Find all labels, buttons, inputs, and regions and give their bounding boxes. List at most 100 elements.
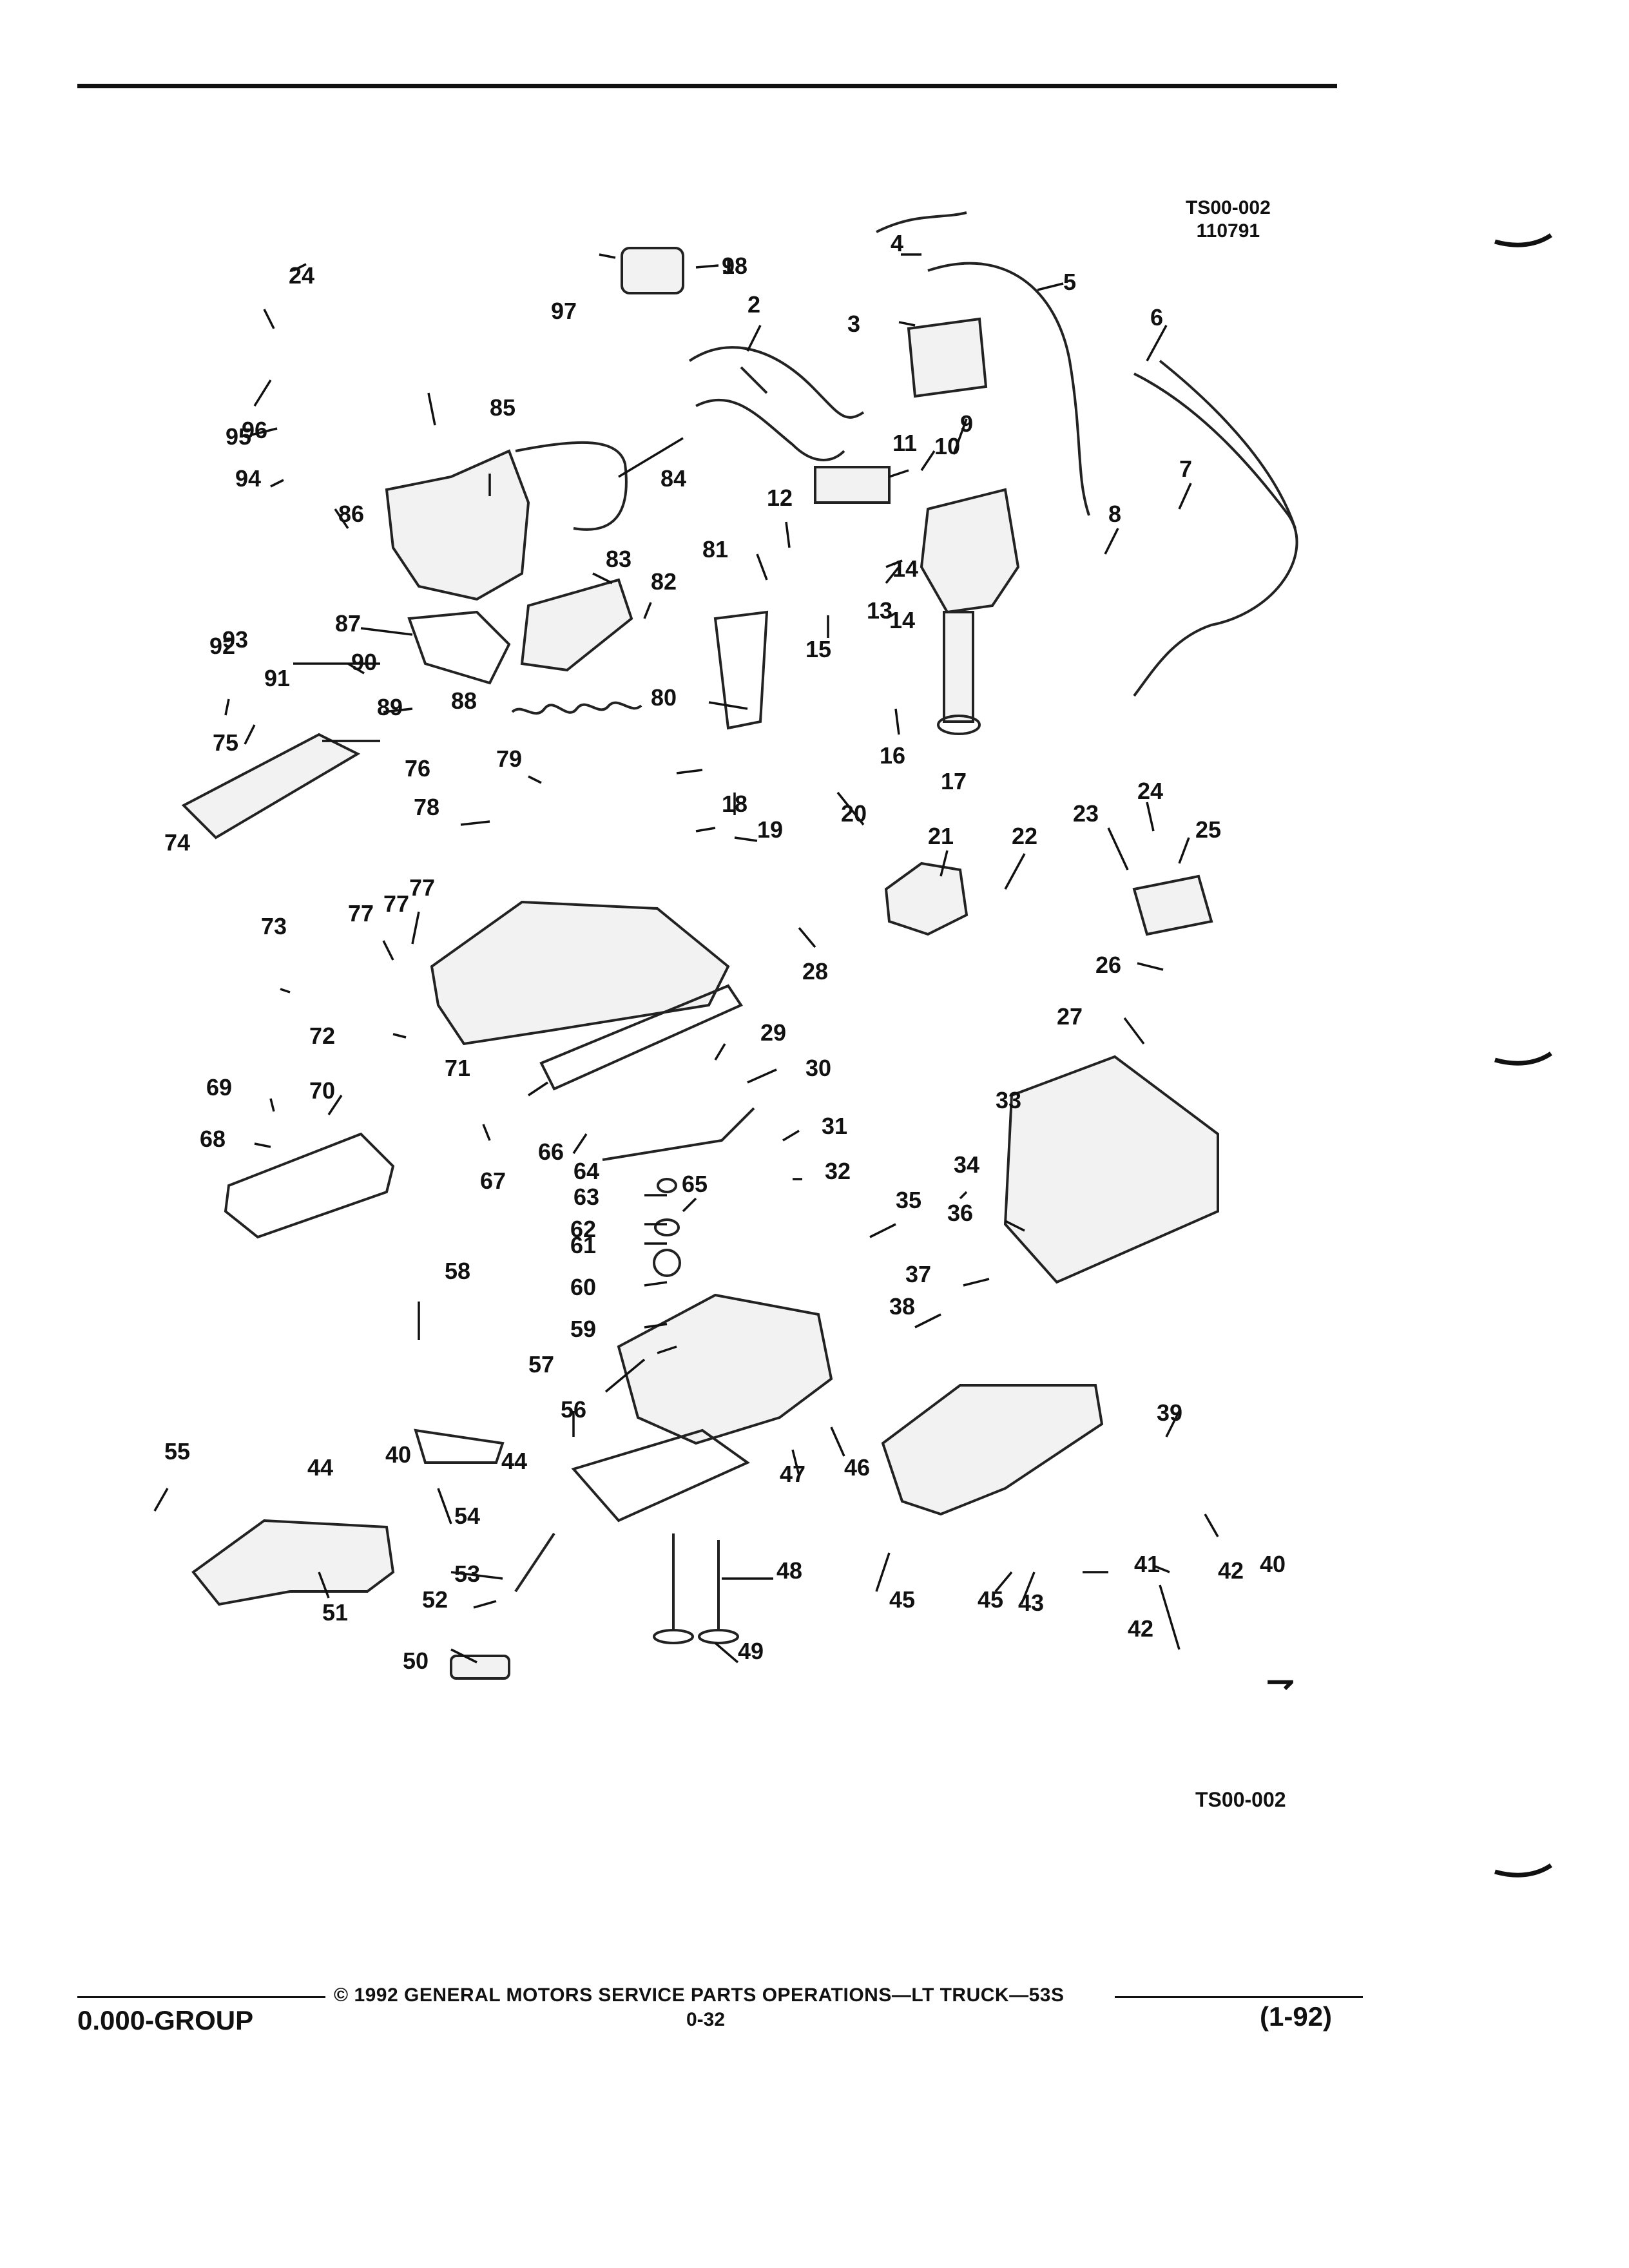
callout-label: 25 — [1195, 816, 1221, 843]
pushrod-part — [514, 1532, 555, 1593]
callout-label: 58 — [445, 1258, 470, 1284]
top-rule — [77, 84, 1337, 88]
callout-label: 26 — [1095, 952, 1121, 978]
callout-label: 12 — [767, 485, 793, 511]
callout-label: 72 — [309, 1023, 335, 1049]
callout-label: 86 — [338, 501, 364, 527]
egr-pipe-part — [602, 1107, 755, 1161]
callout-label: 37 — [905, 1261, 931, 1287]
page-glyph: ⇁ — [1266, 1663, 1295, 1700]
callout-label: 54 — [454, 1503, 480, 1529]
figure-reference: TS00-002 110791 — [1186, 197, 1271, 243]
callout-label: 45 — [978, 1586, 1003, 1613]
callout-label: 22 — [1012, 823, 1037, 849]
callout-label: 8 — [1108, 501, 1121, 527]
callout-label: 70 — [309, 1077, 335, 1104]
callout-label: 13 — [867, 597, 892, 624]
callout-label: 40 — [1260, 1551, 1286, 1577]
coil-bracket-part — [907, 317, 988, 398]
callout-label: 73 — [261, 913, 287, 939]
callout-label: 17 — [941, 768, 967, 794]
callout-label: 93 — [222, 626, 248, 653]
callout-label: 92 — [209, 633, 235, 659]
footer-copyright: © 1992 GENERAL MOTORS SERVICE PARTS OPER… — [334, 1984, 1065, 2006]
callout-label: 56 — [561, 1396, 586, 1423]
callout-label: 63 — [574, 1184, 599, 1210]
callout-label: 20 — [841, 800, 867, 827]
callout-label: 96 — [242, 417, 267, 443]
callout-label: 23 — [1073, 800, 1099, 827]
callout-label: 69 — [206, 1074, 232, 1100]
ignition-coil-part — [621, 247, 684, 294]
callout-label: 81 — [702, 536, 728, 562]
timing-cover-part — [181, 733, 361, 840]
callout-label: 43 — [1018, 1590, 1044, 1616]
valve-stem-part — [672, 1533, 720, 1630]
footer-rule-left — [77, 1996, 325, 1998]
vacuum-hose-assembly-part — [688, 346, 865, 461]
valve-retainer-part — [657, 1178, 677, 1193]
callout-label: 30 — [805, 1055, 831, 1081]
callout-label: 77 — [409, 874, 435, 901]
valve-spring-part — [653, 1249, 681, 1277]
figure-code-bottom: TS00-002 — [1195, 1788, 1286, 1811]
callout-label: 24 — [289, 262, 314, 289]
callout-label: 57 — [528, 1351, 554, 1378]
accelerator-bracket-part — [713, 610, 769, 730]
fuel-pipe-part — [515, 441, 628, 531]
callout-label: 41 — [1134, 1551, 1160, 1577]
temperature-sensor-part — [450, 1655, 510, 1680]
callout-label: 27 — [1057, 1003, 1083, 1030]
control-module-part — [814, 466, 891, 504]
egr-valve-part — [884, 861, 969, 936]
intake-manifold-part — [430, 900, 730, 1046]
callout-label: 19 — [757, 816, 783, 843]
callout-label: 84 — [660, 465, 686, 492]
callout-label: 77 — [348, 900, 374, 927]
callout-label: 67 — [480, 1168, 506, 1194]
callout-label: 53 — [454, 1561, 480, 1587]
callout-label: 2 — [747, 291, 760, 318]
callout-label: 61 — [570, 1232, 596, 1258]
callout-label: 95 — [226, 423, 251, 450]
callout-label: 29 — [760, 1019, 786, 1046]
callout-label: 94 — [235, 465, 261, 492]
callout-label: 66 — [538, 1139, 564, 1165]
callout-label: 62 — [570, 1216, 596, 1242]
return-spring-part — [511, 701, 642, 715]
callout-label: 49 — [738, 1638, 764, 1664]
callout-label: 82 — [651, 568, 677, 595]
valve-seal-part — [654, 1218, 680, 1236]
callout-label: 21 — [928, 823, 954, 849]
figure-code: TS00-002 — [1186, 197, 1271, 218]
sensor-bracket-part — [1132, 874, 1213, 936]
callout-label: 44 — [501, 1448, 527, 1474]
callout-label: 3 — [847, 311, 860, 337]
distributor-shaft-part — [943, 611, 974, 723]
exhaust-manifold-right-part — [881, 1384, 1104, 1516]
page-number: 0-32 — [686, 2009, 726, 2030]
throttle-body-injection-unit-part — [385, 449, 530, 601]
exhaust-valve-part — [698, 1629, 739, 1644]
callout-label: 90 — [351, 649, 377, 675]
callout-label: 14 — [889, 607, 915, 633]
distributor-cap-part — [920, 488, 1020, 614]
callout-label: 68 — [200, 1126, 226, 1152]
callout-label: 14 — [892, 555, 918, 582]
callout-label: 98 — [722, 253, 747, 279]
callout-label: 33 — [996, 1087, 1021, 1113]
callout-label: 74 — [164, 829, 190, 856]
callout-label: 1 — [722, 253, 735, 279]
callout-label: 18 — [722, 791, 747, 817]
footer-rule-right — [1115, 1996, 1363, 1998]
callout-label: 80 — [651, 684, 677, 711]
callout-label: 38 — [889, 1293, 915, 1320]
callout-label: 87 — [335, 610, 361, 637]
callout-label: 36 — [947, 1200, 973, 1226]
callout-label: 65 — [682, 1171, 708, 1197]
revision-date: (1-92) — [1260, 2001, 1333, 2032]
callout-label: 35 — [896, 1187, 921, 1213]
exhaust-manifold-left-part — [191, 1519, 395, 1606]
callout-label: 31 — [822, 1113, 847, 1139]
